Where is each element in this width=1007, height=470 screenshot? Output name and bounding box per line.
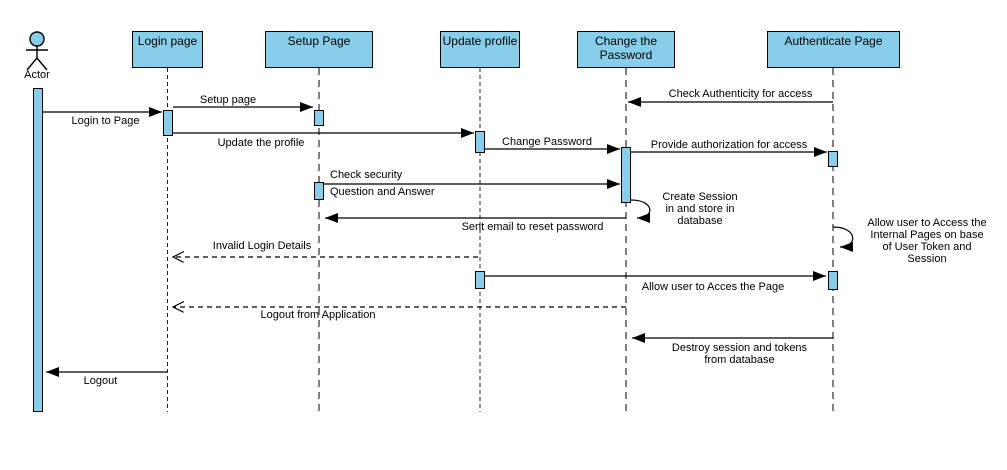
activation-change-password — [621, 147, 631, 203]
lifeline-update-profile: Update profile — [440, 31, 520, 68]
activation-authenticate-1 — [828, 151, 838, 167]
message-allow-internal-pages: Allow user to Access the Internal Pages … — [867, 217, 987, 265]
message-create-session: Create Session in and store in database — [662, 191, 738, 227]
message-logout-application: Logout from Application — [260, 309, 376, 321]
lifeline-login-page: Login page — [132, 31, 203, 68]
arrow-allow-internal-self — [832, 226, 854, 252]
message-login-to-page: Login to Page — [71, 115, 140, 127]
activation-authenticate-2 — [828, 271, 838, 290]
lifeline-change-password-label: Change the Password — [594, 34, 658, 62]
lifeline-login-page-label: Login page — [137, 34, 198, 48]
lifeline-change-password: Change the Password — [577, 31, 675, 68]
activation-login-page — [163, 110, 173, 136]
message-provide-authorization: Provide authorization for access — [650, 139, 808, 151]
lifeline-setup-page: Setup Page — [265, 31, 373, 68]
message-sent-email: Sent email to reset password — [461, 221, 604, 233]
lifeline-update-profile-label: Update profile — [442, 34, 518, 48]
actor-icon — [26, 31, 48, 71]
activation-setup-page-1 — [314, 110, 324, 126]
message-allow-access-page: Allow user to Acces the Page — [641, 281, 785, 293]
message-destroy-session: Destroy session and tokens from database — [671, 342, 808, 366]
message-change-password: Change Password — [502, 136, 592, 148]
message-invalid-login: Invalid Login Details — [212, 240, 312, 252]
message-update-the-profile: Update the profile — [217, 137, 305, 149]
actor-label: Actor — [24, 69, 50, 81]
message-setup-page: Setup page — [199, 94, 257, 106]
activation-update-profile-1 — [475, 131, 485, 153]
activation-update-profile-2 — [475, 271, 485, 289]
activation-setup-page-2 — [314, 182, 324, 200]
message-check-security-line1: Check security — [330, 169, 403, 181]
lifeline-authenticate-page: Authenticate Page — [767, 31, 900, 68]
message-arrows — [43, 97, 854, 377]
message-check-authenticity: Check Authenticity for access — [668, 88, 813, 100]
message-logout: Logout — [83, 375, 118, 387]
activation-actor — [33, 88, 43, 412]
arrow-create-session-self — [630, 199, 651, 223]
message-check-security-line2: Question and Answer — [330, 186, 435, 198]
lifeline-setup-page-label: Setup Page — [287, 34, 351, 48]
lifeline-authenticate-page-label: Authenticate Page — [784, 34, 883, 48]
